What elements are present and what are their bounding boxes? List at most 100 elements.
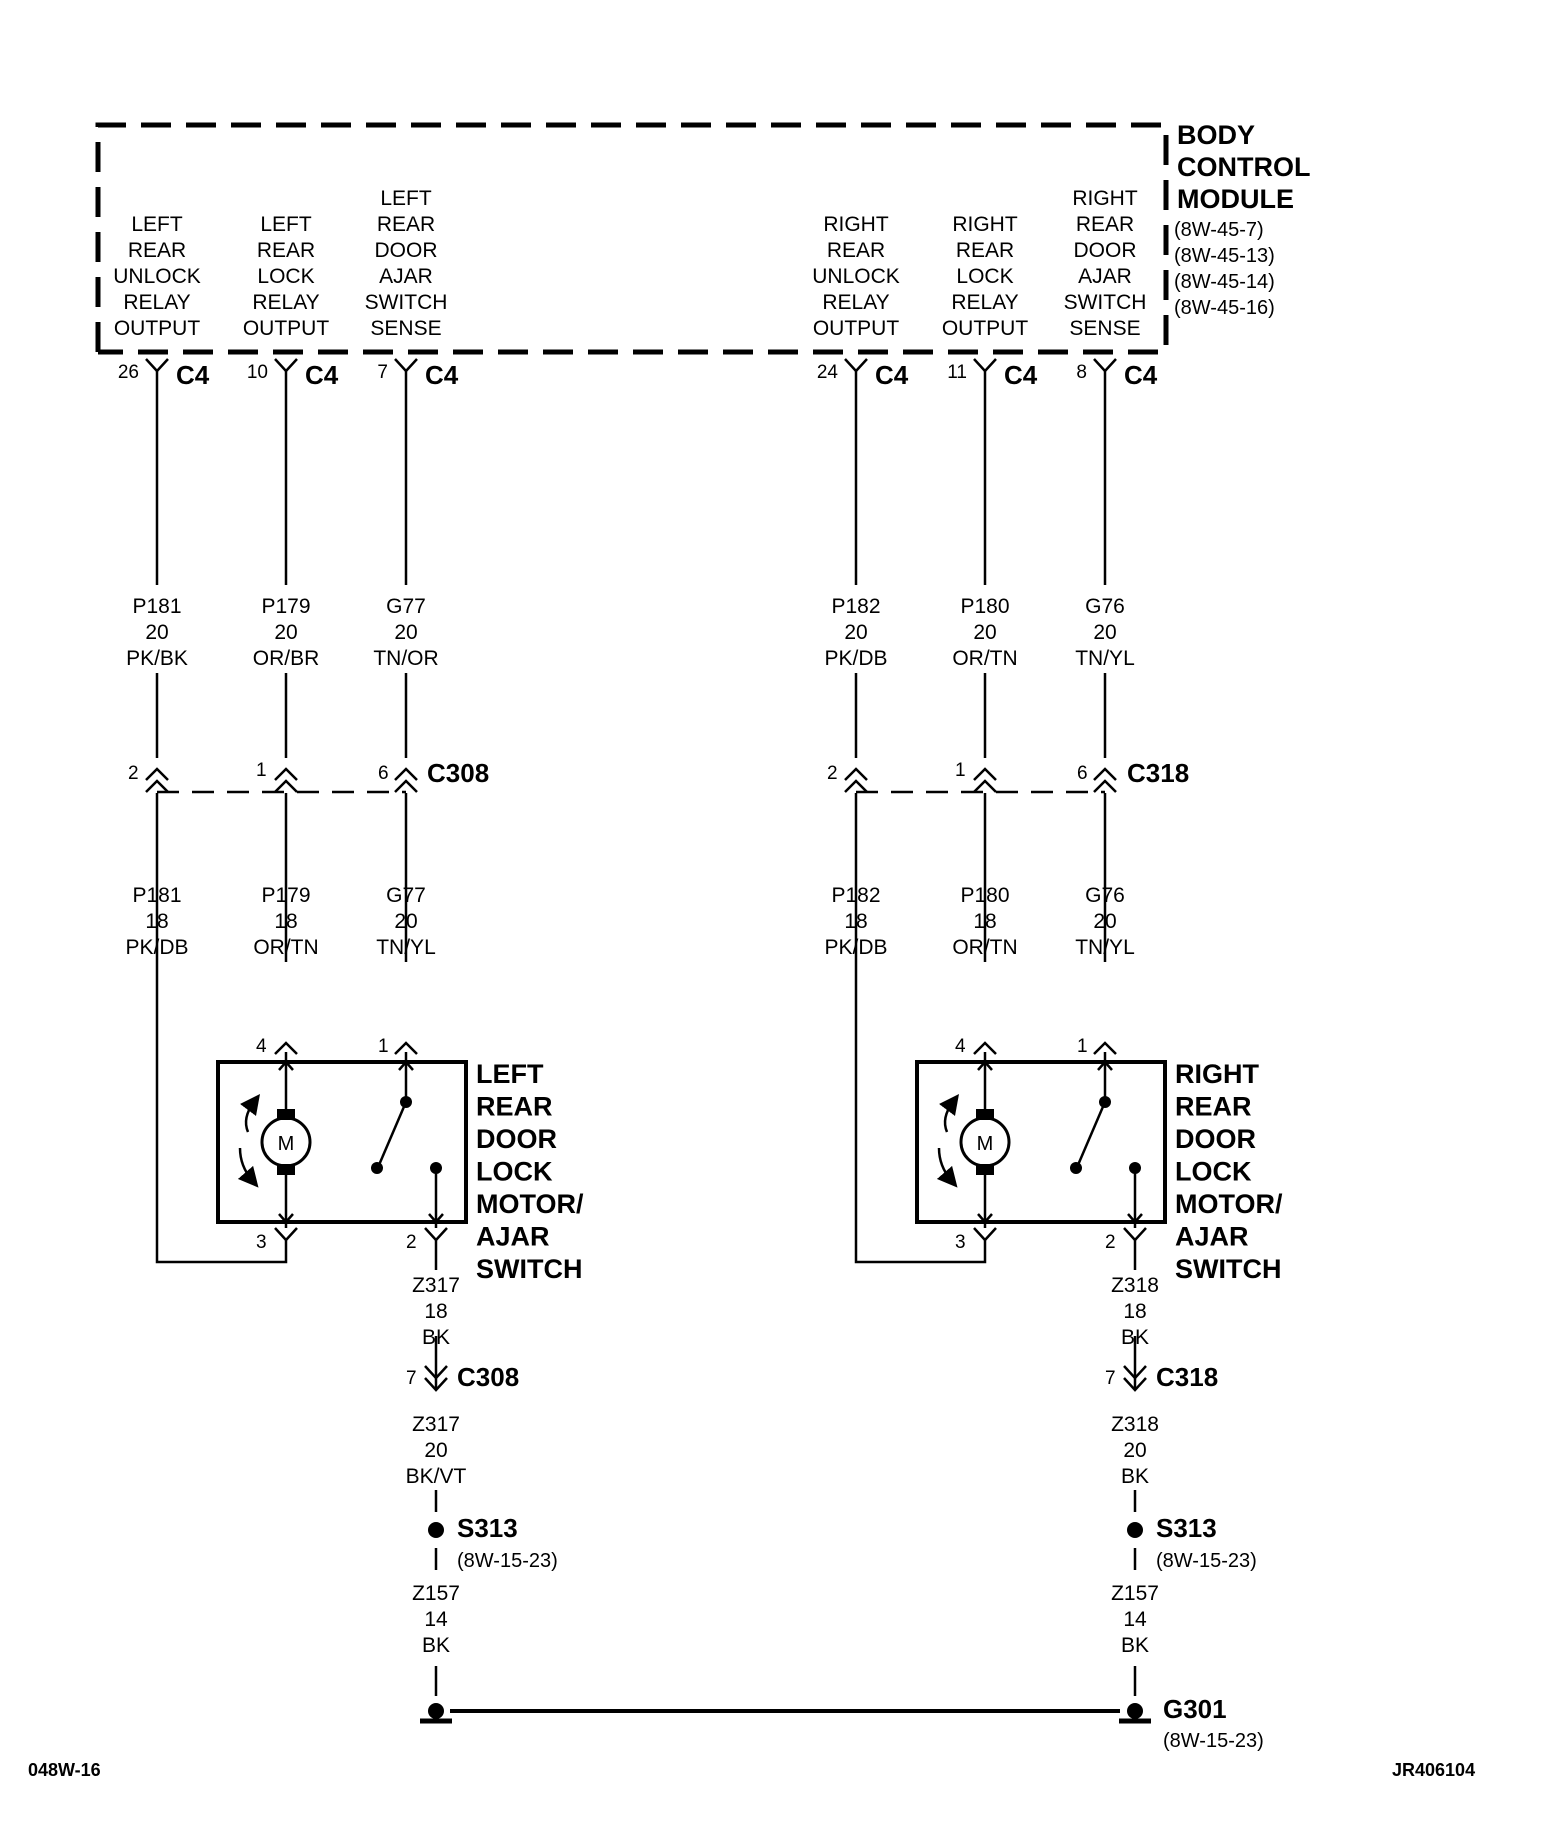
component-title-line: RIGHT bbox=[1175, 1059, 1260, 1089]
lead-arrow bbox=[1097, 1060, 1113, 1071]
wire-label: P180 bbox=[960, 595, 1009, 618]
wire-label: 18 bbox=[274, 910, 297, 933]
lead-arrow bbox=[278, 1213, 294, 1224]
wire-label: Z157 bbox=[1111, 1582, 1159, 1605]
bcm-title-line: CONTROL bbox=[1177, 152, 1310, 182]
wire-label: 18 bbox=[145, 910, 168, 933]
ground-chain-left: 7 C308 S313 (8W-15-23) bbox=[406, 1240, 558, 1696]
wire-label: 20 bbox=[145, 621, 168, 644]
wire-label: G77 bbox=[386, 595, 426, 618]
pin-number: 26 bbox=[118, 362, 139, 383]
bcm-function-label: SWITCH bbox=[1064, 291, 1147, 314]
bcm-function-label: LEFT bbox=[380, 187, 432, 210]
pin-number: 6 bbox=[1077, 763, 1088, 784]
bcm-function-label: OUTPUT bbox=[813, 317, 900, 340]
wire-label: G77 bbox=[386, 884, 426, 907]
bcm-function-label: OUTPUT bbox=[243, 317, 330, 340]
terminal-chevron bbox=[394, 358, 418, 373]
pin-number: 1 bbox=[378, 1036, 389, 1057]
wire-label: TN/YL bbox=[1075, 647, 1135, 670]
bcm-function-label: LEFT bbox=[131, 213, 183, 236]
wire-label: PK/DB bbox=[125, 936, 188, 959]
wire-label: P180 bbox=[960, 884, 1009, 907]
motor-brush bbox=[277, 1109, 295, 1120]
connector-name: C318 bbox=[1127, 758, 1189, 788]
wire-label: Z317 bbox=[412, 1274, 460, 1297]
component-title-line: AJAR bbox=[476, 1222, 550, 1252]
terminal-chevron bbox=[424, 1365, 448, 1380]
terminal-chevron bbox=[1123, 1365, 1147, 1380]
component-title-line: DOOR bbox=[1175, 1124, 1256, 1154]
splice-dot bbox=[428, 1522, 444, 1538]
inline-connector-c318: 2 1 6 C318 bbox=[827, 758, 1189, 794]
connector-name: C4 bbox=[1004, 360, 1038, 390]
wire-label: 18 bbox=[424, 1300, 447, 1323]
pin-number: 8 bbox=[1076, 362, 1087, 383]
wire-label: TN/YL bbox=[1075, 936, 1135, 959]
pin-number: 1 bbox=[955, 760, 966, 781]
ground-g301: G301 (8W-15-23) bbox=[420, 1694, 1264, 1752]
terminal-chevron bbox=[145, 779, 169, 793]
component-title-line: REAR bbox=[1175, 1092, 1252, 1122]
terminal-chevron bbox=[424, 1227, 448, 1242]
wire-label: BK bbox=[422, 1634, 450, 1657]
bcm-ref: (8W-45-14) bbox=[1174, 271, 1275, 293]
bcm-function-label: RELAY bbox=[822, 291, 889, 314]
pin-number: 1 bbox=[256, 760, 267, 781]
terminal-chevron bbox=[274, 779, 298, 793]
bcm-function-label: REAR bbox=[827, 239, 885, 262]
bcm-ref: (8W-45-13) bbox=[1174, 245, 1275, 267]
component-title-line: SWITCH bbox=[1175, 1254, 1281, 1284]
bcm-ref: (8W-45-16) bbox=[1174, 297, 1275, 319]
bcm-function-label: RELAY bbox=[951, 291, 1018, 314]
terminal-chevron bbox=[274, 1227, 298, 1242]
terminal-chevron bbox=[1123, 1227, 1147, 1242]
rotation-arrow bbox=[936, 1147, 958, 1188]
inline-connector-c308: 2 1 6 C308 bbox=[128, 758, 489, 794]
bcm-function-label: REAR bbox=[956, 239, 1014, 262]
bcm-function-label: AJAR bbox=[379, 265, 433, 288]
wire-labels: P18120PK/BKP17920OR/BRG7720TN/ORP18220PK… bbox=[125, 595, 1158, 1657]
wire-label: PK/BK bbox=[126, 647, 188, 670]
terminal-chevron bbox=[274, 358, 298, 373]
splice-ref: (8W-15-23) bbox=[1156, 1550, 1257, 1572]
lead-arrow bbox=[1127, 1213, 1143, 1224]
ground-ref: (8W-15-23) bbox=[1163, 1730, 1264, 1752]
pin-number: 2 bbox=[827, 763, 838, 784]
pin-number: 2 bbox=[128, 763, 139, 784]
wire-label: 20 bbox=[1123, 1439, 1146, 1462]
splice-dot bbox=[1127, 1522, 1143, 1538]
pin-number: 7 bbox=[1105, 1368, 1116, 1389]
ground-dot bbox=[428, 1703, 444, 1719]
bcm-function-label: SWITCH bbox=[365, 291, 448, 314]
bcm-ref: (8W-45-7) bbox=[1174, 219, 1264, 241]
wire-label: Z317 bbox=[412, 1413, 460, 1436]
wire-label: TN/YL bbox=[376, 936, 436, 959]
wire-label: 20 bbox=[1093, 621, 1116, 644]
wire-label: G76 bbox=[1085, 884, 1125, 907]
bcm-title: BODY CONTROL MODULE bbox=[1177, 120, 1310, 214]
wire-label: OR/TN bbox=[952, 647, 1017, 670]
terminal-chevron bbox=[394, 767, 418, 781]
component-box bbox=[216, 1060, 468, 1224]
terminal-chevron bbox=[973, 767, 997, 781]
rotation-arrow bbox=[240, 1093, 260, 1133]
bcm-function-label: OUTPUT bbox=[114, 317, 201, 340]
connector-name: C4 bbox=[1124, 360, 1158, 390]
wire-label: 20 bbox=[394, 621, 417, 644]
wire-label: 20 bbox=[394, 910, 417, 933]
connector-name: C308 bbox=[427, 758, 489, 788]
pin-number: 3 bbox=[256, 1232, 267, 1253]
left-door-lock-motor-ajar-switch: 4 1 M 3 2 LEFTREARDOORLOCKMOTOR/AJARSWIT… bbox=[216, 1036, 584, 1284]
wire-label: PK/DB bbox=[824, 647, 887, 670]
splice-name: S313 bbox=[457, 1513, 518, 1543]
wire-label: 18 bbox=[973, 910, 996, 933]
wire-label: OR/TN bbox=[253, 936, 318, 959]
terminal-chevron bbox=[844, 779, 868, 793]
wire-label: P181 bbox=[132, 595, 181, 618]
splice-ref: (8W-15-23) bbox=[457, 1550, 558, 1572]
terminal-chevron bbox=[973, 1227, 997, 1242]
splice-name: S313 bbox=[1156, 1513, 1217, 1543]
wire-label: P182 bbox=[831, 884, 880, 907]
